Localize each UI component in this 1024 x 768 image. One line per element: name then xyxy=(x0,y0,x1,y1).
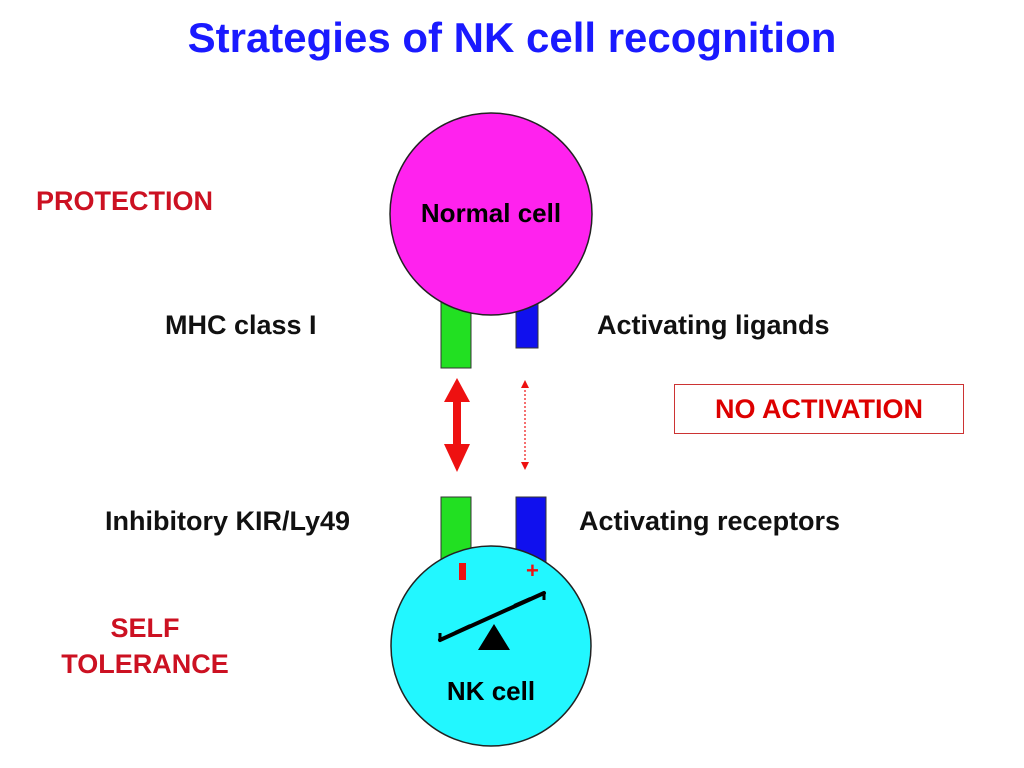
activating-interaction-arrow-icon xyxy=(521,380,529,470)
inhibitory-interaction-arrow-icon xyxy=(444,378,470,472)
inhibitory-receptor-label: Inhibitory KIR/Ly49 xyxy=(105,506,351,536)
normal-cell xyxy=(389,112,593,316)
activating-ligands-label: Activating ligands xyxy=(597,310,830,340)
activating-receptors-label: Activating receptors xyxy=(579,506,841,536)
protection-label: PROTECTION xyxy=(36,186,214,216)
mhc-class-i-label: MHC class I xyxy=(165,310,317,340)
nk-cell-label: NK cell xyxy=(446,676,536,706)
no-activation-badge: NO ACTIVATION xyxy=(674,384,964,434)
page-title: Strategies of NK cell recognition xyxy=(187,14,837,61)
no-activation-text: NO ACTIVATION xyxy=(715,393,923,424)
normal-cell-label: Normal cell xyxy=(420,198,562,228)
minus-sign-icon xyxy=(459,563,466,580)
self-tolerance-line2: TOLERANCE xyxy=(61,649,229,679)
self-tolerance-label: SELF TOLERANCE xyxy=(30,610,260,682)
seesaw-balance-icon xyxy=(438,591,546,650)
plus-sign-icon: + xyxy=(526,558,539,583)
self-tolerance-line1: SELF xyxy=(110,613,180,643)
